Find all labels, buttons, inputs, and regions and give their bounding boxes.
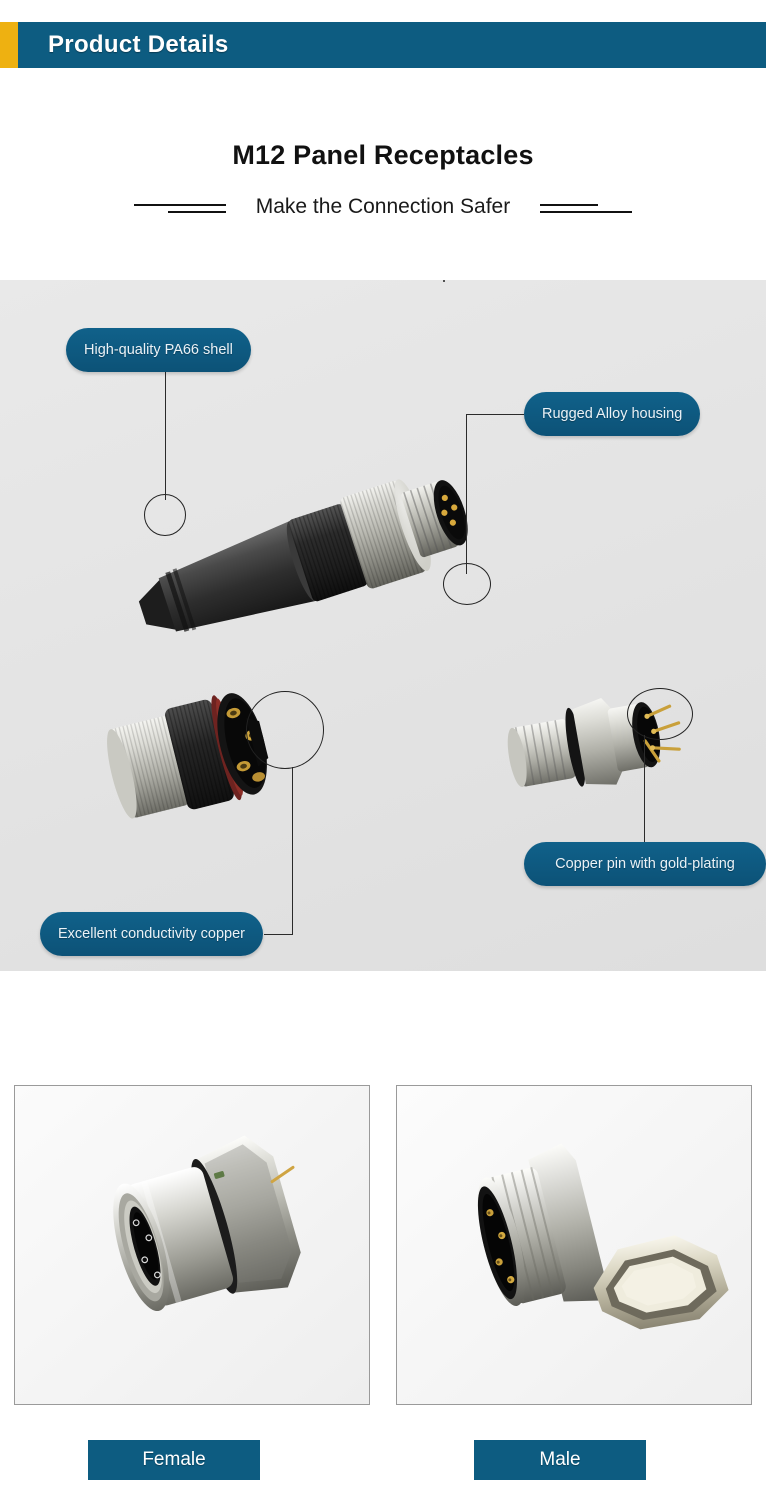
callout-label: Excellent conductivity copper — [58, 926, 245, 942]
connector-illustration-main — [138, 479, 468, 632]
connector-illustration-female-open — [107, 693, 269, 819]
callout-copper-pin-gold-plating[interactable]: Copper pin with gold-plating — [524, 842, 766, 886]
callout-label: Rugged Alloy housing — [542, 406, 683, 422]
page-header: Product Details — [0, 22, 766, 68]
subtitle-decoration-left — [126, 196, 246, 218]
header-accent-bar — [0, 22, 18, 68]
callout-excellent-conductivity-copper[interactable]: Excellent conductivity copper — [40, 912, 263, 956]
subtitle-decoration-right — [520, 196, 640, 218]
product-photo-male[interactable] — [396, 1085, 752, 1405]
header-title: Product Details — [48, 31, 229, 58]
annotation-ring-alloy — [443, 280, 445, 282]
connector-illustration-panel-mount — [507, 697, 681, 788]
page-title: M12 Panel Receptacles — [232, 140, 534, 170]
feature-diagram-panel: High-quality PA66 shell Rugged Alloy hou… — [0, 280, 766, 971]
callout-high-quality-pa66-shell[interactable]: High-quality PA66 shell — [66, 328, 251, 372]
callout-rugged-alloy-housing[interactable]: Rugged Alloy housing — [524, 392, 701, 436]
page-subtitle: Make the Connection Safer — [255, 195, 511, 218]
female-receptacle-image — [15, 1086, 369, 1404]
product-photo-female[interactable] — [14, 1085, 370, 1405]
annotation-ring-copperpin — [627, 688, 693, 740]
title-block: M12 Panel Receptacles Make the Connectio… — [0, 140, 766, 219]
caption-row: Female Male — [0, 1440, 766, 1480]
leader-line-conductivity-v — [292, 767, 294, 934]
caption-label: Male — [539, 1449, 581, 1470]
male-receptacle-image — [397, 1086, 751, 1404]
leader-line-alloy-h — [466, 414, 524, 416]
callout-label: Copper pin with gold-plating — [555, 856, 735, 872]
subtitle-row: Make the Connection Safer — [0, 195, 766, 219]
callout-label: High-quality PA66 shell — [84, 342, 233, 358]
annotation-ring-conductivity — [246, 691, 324, 769]
leader-line-copperpin — [644, 735, 646, 842]
leader-line-conductivity-h — [264, 934, 293, 936]
caption-female[interactable]: Female — [88, 1440, 260, 1480]
leader-line-alloy-v — [466, 414, 468, 574]
annotation-ring-pa66 — [144, 494, 186, 536]
leader-line-pa66 — [165, 372, 167, 500]
product-photo-row — [0, 1085, 766, 1405]
caption-label: Female — [142, 1449, 206, 1470]
caption-male[interactable]: Male — [474, 1440, 646, 1480]
header-bar: Product Details — [18, 22, 766, 68]
